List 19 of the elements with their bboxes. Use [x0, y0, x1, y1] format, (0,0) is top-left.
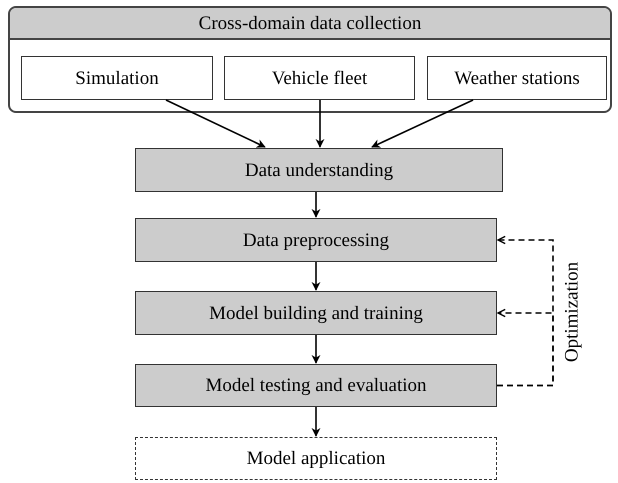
arrow: [166, 99, 266, 148]
arrow: [312, 192, 320, 218]
process-box: Model testing and evaluation: [135, 364, 497, 407]
source-box: Vehicle fleet: [224, 56, 415, 100]
arrow: [312, 407, 320, 437]
process-box: Model building and training: [135, 291, 497, 335]
source-box: Weather stations: [427, 56, 607, 100]
output-box: Model application: [135, 437, 497, 480]
arrow: [312, 262, 320, 291]
dashed-arrow: [497, 308, 554, 386]
process-box: Data understanding: [135, 148, 503, 192]
arrow: [371, 99, 474, 148]
arrow: [316, 100, 324, 148]
arrow: [312, 335, 320, 364]
group-container: [8, 6, 612, 113]
edge-label: Optimization: [562, 262, 582, 362]
process-box: Data preprocessing: [135, 218, 497, 262]
group-title: Cross-domain data collection: [198, 14, 422, 32]
source-box: Simulation: [21, 56, 213, 100]
